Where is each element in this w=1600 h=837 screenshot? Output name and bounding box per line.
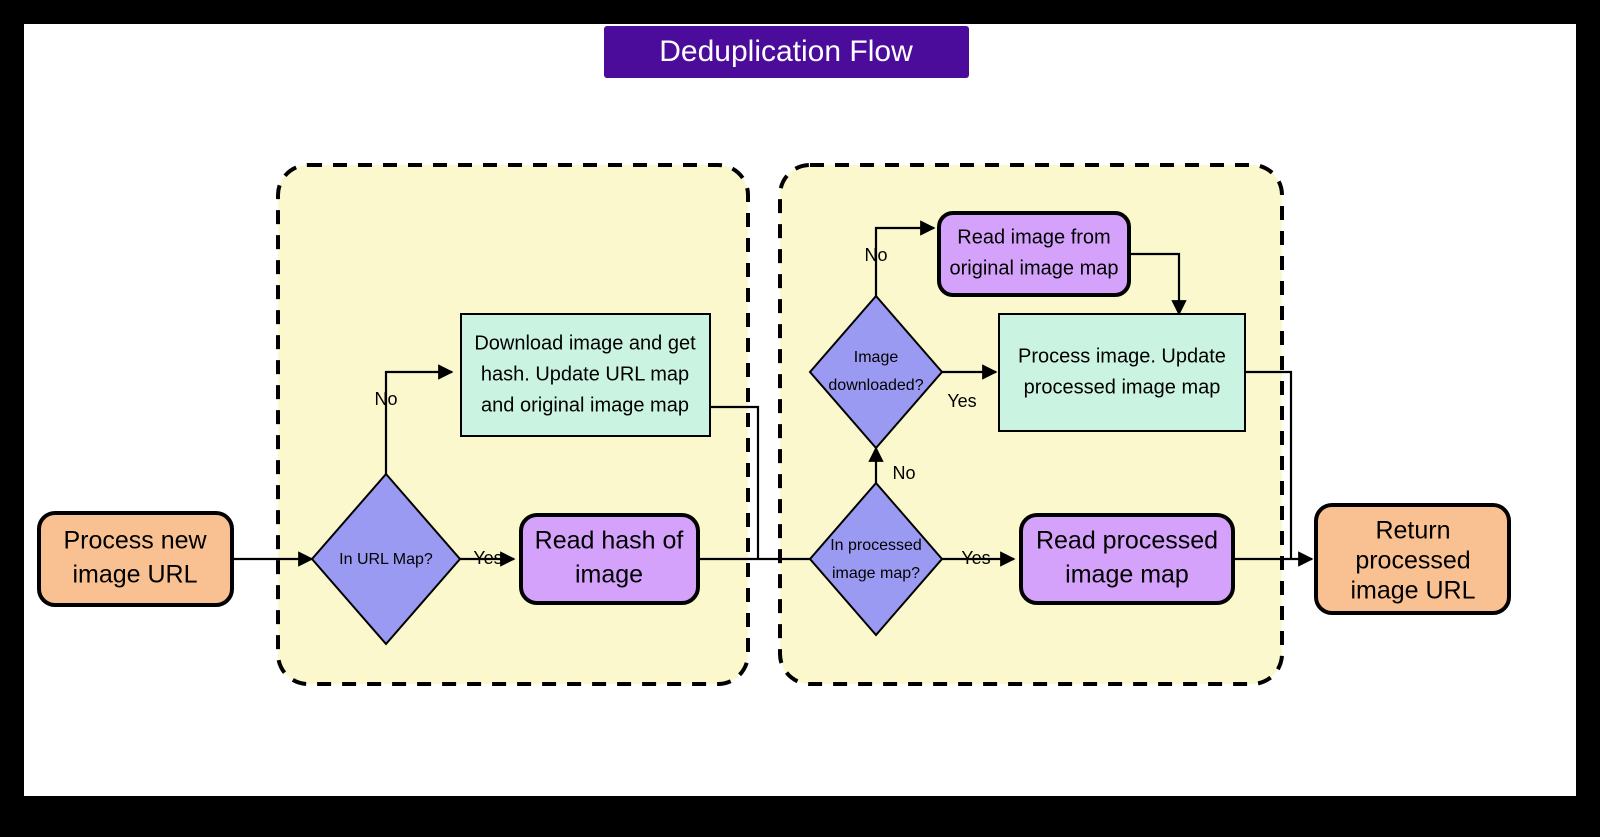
edge-read-original-to-process (1129, 252, 1187, 316)
node-read-image-from-original-map-line1: Read image from (957, 226, 1110, 248)
node-image-downloaded-decision[interactable]: Image downloaded? (808, 294, 944, 450)
node-return-processed-image-url-line1: Return (1375, 517, 1450, 545)
diagram-canvas: Deduplication Flow up then right to down… (24, 24, 1576, 796)
edge-process-to-return (1245, 370, 1293, 559)
edge-label-processed-map-no: No (892, 463, 915, 483)
edge-download-to-processed-map (710, 405, 760, 559)
node-in-url-map-decision[interactable]: In URL Map? (310, 472, 462, 646)
node-read-hash-of-image[interactable]: Read hash of image (519, 513, 700, 605)
node-download-image[interactable]: Download image and get hash. Update URL … (460, 313, 711, 437)
node-in-processed-image-map-decision[interactable]: In processed image map? (808, 481, 944, 637)
edge-label-url-map-no: No (374, 389, 397, 409)
node-read-hash-of-image-line2: image (575, 561, 643, 589)
node-read-processed-image-map-line2: image map (1065, 561, 1189, 589)
node-process-image-update-map-line1: Process image. Update (1018, 345, 1226, 367)
node-read-hash-of-image-line1: Read hash of (535, 527, 684, 555)
node-process-new-image-url-line2: image URL (72, 561, 197, 589)
edge-label-image-downloaded-yes: Yes (947, 391, 976, 411)
edge-label-processed-map-yes: Yes (961, 548, 990, 568)
diagram-title-text: Deduplication Flow (659, 35, 913, 68)
node-image-downloaded-line2: downloaded? (828, 377, 923, 394)
node-process-image-update-map[interactable]: Process image. Update processed image ma… (998, 313, 1246, 432)
node-in-processed-image-map-line1: In processed (830, 537, 922, 554)
node-image-downloaded-line1: Image (854, 349, 899, 366)
node-download-image-line3: and original image map (481, 394, 689, 416)
diagram-title: Deduplication Flow (604, 26, 969, 78)
node-in-processed-image-map-line2: image map? (832, 565, 920, 582)
edge-image-downloaded-no (874, 220, 936, 296)
node-read-image-from-original-map[interactable]: Read image from original image map (937, 211, 1131, 297)
node-return-processed-image-url[interactable]: Return processed image URL (1314, 503, 1511, 615)
deduplication-flowchart: Deduplication Flow up then right to down… (37, 26, 1511, 686)
node-process-image-update-map-line2: processed image map (1024, 376, 1221, 398)
node-download-image-line2: hash. Update URL map (481, 363, 689, 385)
node-process-new-image-url-line1: Process new (63, 527, 207, 555)
node-download-image-line1: Download image and get (474, 332, 696, 354)
node-return-processed-image-url-line2: processed (1355, 547, 1470, 575)
node-in-url-map-label: In URL Map? (339, 551, 433, 568)
node-process-new-image-url[interactable]: Process new image URL (37, 511, 234, 607)
node-read-processed-image-map[interactable]: Read processed image map (1019, 513, 1235, 605)
node-return-processed-image-url-line3: image URL (1350, 577, 1475, 605)
node-read-image-from-original-map-line2: original image map (950, 257, 1119, 279)
edge-label-image-downloaded-no: No (864, 245, 887, 265)
node-read-processed-image-map-line1: Read processed (1036, 527, 1218, 555)
edge-label-url-map-yes: Yes (473, 548, 502, 568)
